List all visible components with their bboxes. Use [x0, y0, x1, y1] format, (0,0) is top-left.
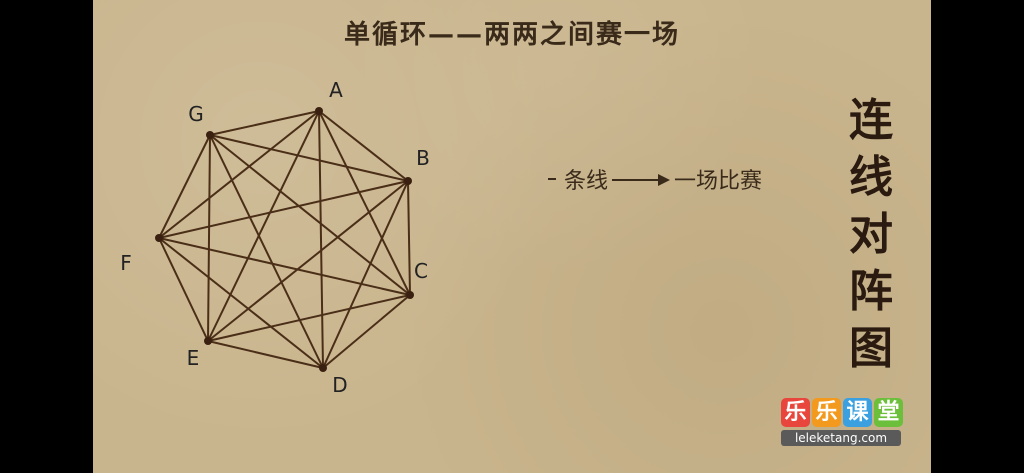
edge-BG: [209, 134, 409, 182]
side-title-char: 连: [849, 95, 893, 146]
edge-CD: [322, 294, 411, 369]
node-dot-B: [404, 177, 412, 185]
node-label-C: C: [414, 259, 428, 283]
edge-EF: [158, 237, 209, 342]
edge-AF: [158, 110, 320, 239]
side-title-char: 对: [849, 209, 893, 260]
side-title: 连 线 对 阵 图: [845, 92, 897, 377]
edge-BF: [158, 180, 409, 239]
edge-EG: [207, 134, 211, 342]
round-robin-diagram: A B C D E F G: [120, 78, 430, 397]
node-label-D: D: [332, 373, 347, 397]
node-dot-D: [319, 364, 327, 372]
logo-char: 乐: [812, 398, 841, 427]
node-label-F: F: [120, 251, 132, 275]
logo-url: leleketang.com: [781, 430, 901, 446]
logo-char: 课: [843, 398, 872, 427]
logo-chars: 乐 乐 课 堂: [781, 398, 905, 427]
edge-AB: [318, 110, 409, 182]
side-title-char: 阵: [849, 266, 893, 317]
logo-char: 堂: [874, 398, 903, 427]
slide-frame: 单循环——两两之间赛一场 A B C D E F G 条线 一场比赛 连 线 对 阵 图 乐…: [93, 0, 931, 473]
arrow-right-icon: [612, 168, 671, 190]
node-dot-A: [315, 107, 323, 115]
node-label-A: A: [329, 78, 343, 102]
node-dot-E: [204, 337, 212, 345]
edge-FG: [158, 134, 211, 239]
side-title-char: 线: [849, 152, 893, 203]
node-label-G: G: [188, 102, 204, 126]
logo-char: 乐: [781, 398, 810, 427]
side-title-char: 图: [849, 323, 893, 374]
node-dot-C: [406, 291, 414, 299]
node-label-B: B: [416, 146, 430, 170]
leleketang-logo: 乐 乐 课 堂 leleketang.com: [781, 398, 905, 448]
node-dot-F: [155, 234, 163, 242]
legend-left-label: 条线: [564, 169, 609, 194]
edge-AC: [318, 110, 411, 296]
edge-CG: [209, 134, 411, 296]
legend-right-label: 一场比赛: [674, 169, 763, 194]
node-dot-G: [206, 131, 214, 139]
edge-DE: [207, 340, 324, 369]
edge-BD: [322, 180, 409, 369]
edge-AG: [209, 110, 320, 136]
legend: 条线 一场比赛: [548, 163, 762, 195]
node-label-E: E: [187, 346, 200, 370]
edge-DF: [158, 237, 324, 369]
edge-DG: [209, 134, 324, 369]
edge-BC: [407, 180, 411, 296]
edge-AE: [207, 110, 320, 342]
edge-CF: [158, 237, 411, 296]
edge-AD: [318, 110, 324, 369]
edge-CE: [207, 294, 411, 342]
edge-BE: [207, 180, 409, 342]
slide-title: 单循环——两两之间赛一场: [343, 20, 680, 50]
line-sample-icon: [548, 178, 556, 180]
